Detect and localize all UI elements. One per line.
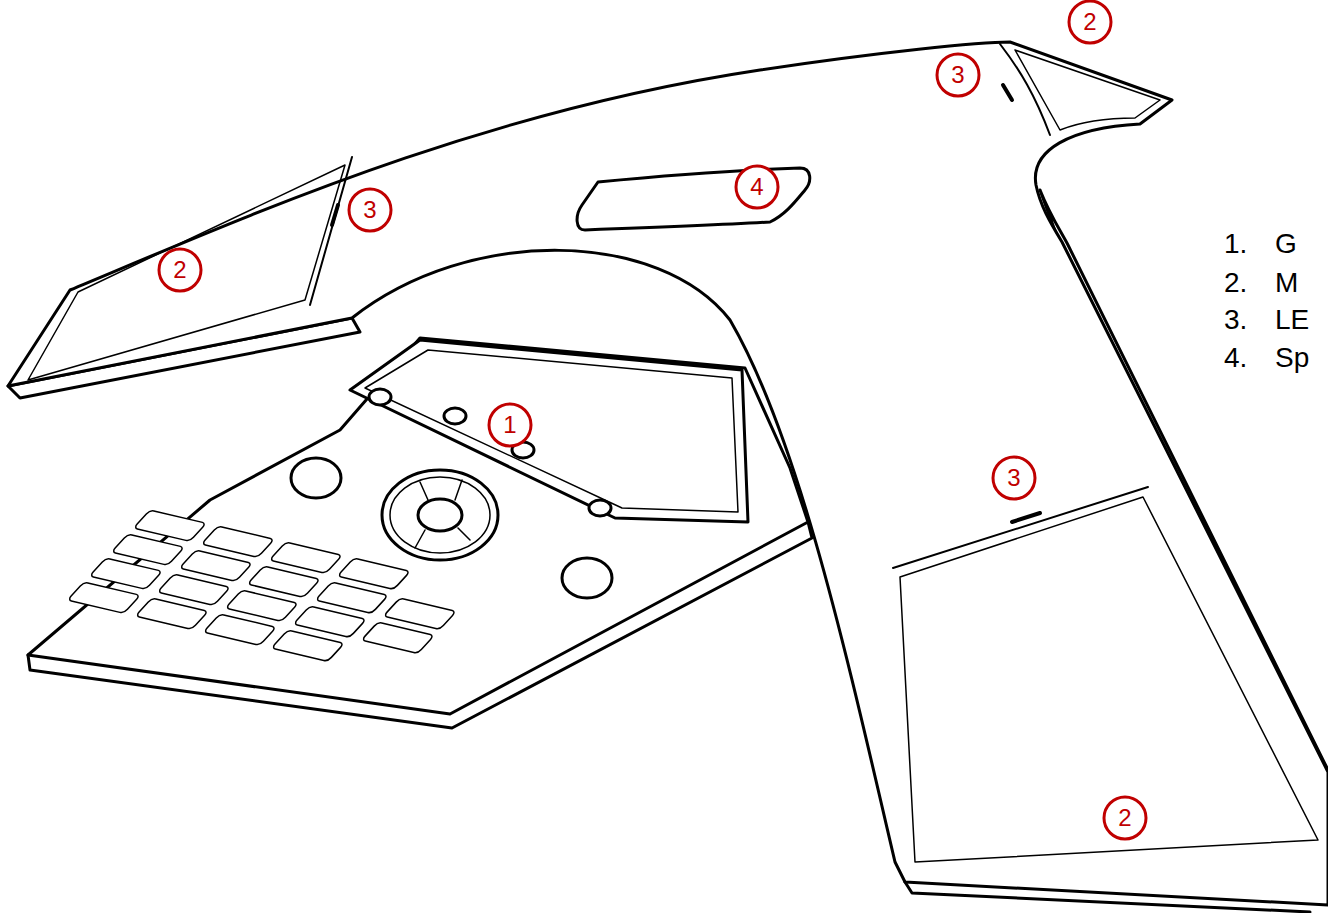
mic-panel [900, 497, 1318, 862]
select-button [418, 499, 462, 531]
callout-circle: 2 [157, 247, 203, 293]
keypad-base [28, 338, 808, 714]
callout-circle: 3 [935, 52, 981, 98]
part-name: M [1275, 269, 1298, 297]
callout-number: 4 [734, 164, 780, 210]
soft-key [444, 408, 466, 424]
list-number: 1. [1224, 230, 1247, 258]
callout-circle: 4 [734, 164, 780, 210]
list-number: 3. [1224, 306, 1247, 334]
navigation-pad [382, 470, 498, 560]
part-name: LE [1275, 306, 1309, 334]
soft-key [369, 389, 391, 405]
callout-circle: 2 [1067, 0, 1113, 45]
callout-circle: 3 [347, 187, 393, 233]
mic-panel [1015, 50, 1160, 130]
part-name: G [1275, 230, 1297, 258]
arm-edge [905, 882, 1310, 912]
callout-circle: 1 [487, 402, 533, 448]
panel-divider [1000, 44, 1050, 135]
led-indicator [332, 205, 338, 225]
led-indicator [1003, 85, 1012, 100]
callout-number: 2 [1067, 0, 1113, 45]
callout-number: 3 [991, 455, 1037, 501]
soft-key [589, 500, 611, 516]
list-number: 4. [1224, 344, 1247, 372]
callout-number: 3 [935, 52, 981, 98]
navigation-pad [390, 477, 490, 553]
list-number: 2. [1224, 269, 1247, 297]
keypad-keys [67, 510, 478, 677]
navigation-pad [415, 480, 470, 548]
function-button [562, 558, 612, 598]
callout-circle: 3 [991, 455, 1037, 501]
callout-circle: 2 [1102, 795, 1148, 841]
callout-number: 1 [487, 402, 533, 448]
phone-body [8, 42, 1328, 905]
led-indicator [1012, 513, 1040, 522]
function-button [291, 458, 341, 498]
callout-number: 2 [1102, 795, 1148, 841]
callout-number: 3 [347, 187, 393, 233]
part-name: Sp [1275, 344, 1309, 372]
callout-number: 2 [157, 247, 203, 293]
mic-panel [28, 165, 345, 380]
